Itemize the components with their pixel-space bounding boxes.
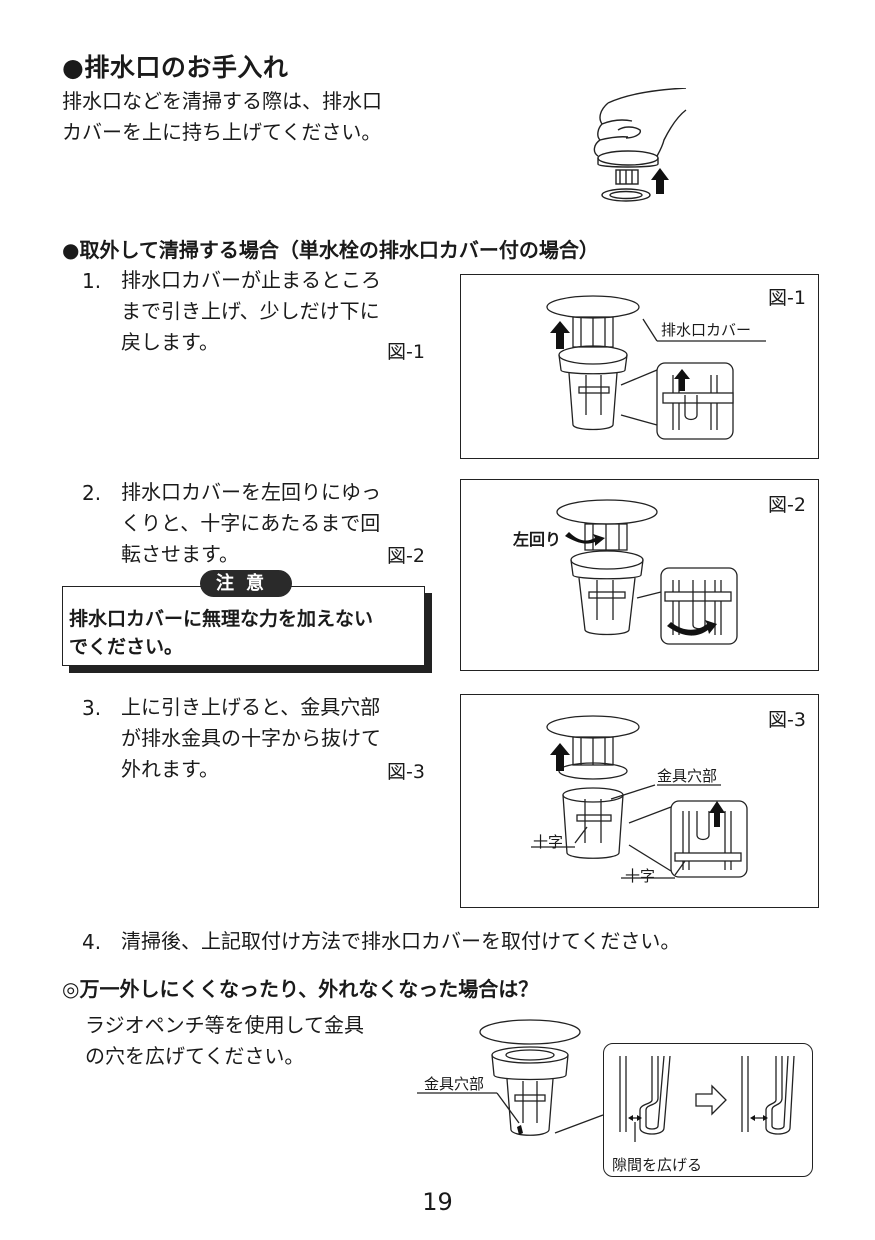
page-number: 19 bbox=[422, 1188, 453, 1216]
figure-4-detail-drawing bbox=[619, 1055, 795, 1142]
step1-line: まで引き上げ、少しだけ下に bbox=[121, 299, 380, 323]
section-title-trouble: ◎万一外しにくくなったり、外れなくなった場合は？ bbox=[62, 977, 539, 1001]
figure-3-label: 図-3 bbox=[768, 709, 806, 731]
step2-line: 排水口カバーを左回りにゆっ bbox=[121, 480, 381, 504]
step-number: 1. bbox=[82, 269, 102, 293]
step1-text: 排水口カバーが止まるところ まで引き上げ、少しだけ下に 戻します。 bbox=[121, 265, 381, 358]
section1-paragraph: 排水口などを清掃する際は、排水口 カバーを上に持ち上げてください。 bbox=[62, 86, 382, 148]
section1-line: カバーを上に持ち上げてください。 bbox=[62, 120, 382, 144]
section-title-drain-care: ●排水口のお手入れ bbox=[62, 53, 289, 82]
figure-2-label: 図-2 bbox=[768, 494, 806, 516]
caution-line: でください。 bbox=[69, 636, 184, 658]
section3-line: の穴を広げてください。 bbox=[85, 1044, 305, 1068]
figure-ref: 図-3 bbox=[387, 761, 425, 783]
step2-line: 転させます。 bbox=[121, 542, 239, 566]
step2-line: くりと、十字にあたるまで回 bbox=[121, 511, 381, 535]
figure-2-callout-ccw: 左回り bbox=[513, 530, 562, 549]
figure-2-drawing bbox=[556, 499, 738, 645]
section3-paragraph: ラジオペンチ等を使用して金具 の穴を広げてください。 bbox=[85, 1010, 364, 1072]
section-title-removal: ●取外して清掃する場合（単水栓の排水口カバー付の場合） bbox=[62, 238, 599, 262]
figure-ref: 図-2 bbox=[387, 545, 425, 567]
caution-badge: 注意 bbox=[200, 570, 292, 597]
caution-box: 排水口カバーに無理な力を加えない でください。 bbox=[62, 586, 425, 666]
figure-2-box: 図-2 左回り bbox=[460, 479, 819, 671]
figure-3-drawing bbox=[531, 715, 748, 879]
figure-4-callout-gap: 隙間を広げる bbox=[612, 1156, 703, 1174]
step3-line: が排水金具の十字から抜けて bbox=[121, 726, 381, 750]
figure-1-label: 図-1 bbox=[768, 287, 806, 309]
caution-line: 排水口カバーに無理な力を加えない bbox=[69, 608, 374, 630]
figure-4-detail-box: 隙間を広げる bbox=[603, 1043, 813, 1177]
figure-1-box: 図-1 排水口カバー bbox=[460, 274, 819, 459]
figure-1-drawing bbox=[546, 295, 766, 440]
step4-text: 清掃後、上記取付け方法で排水口カバーを取付けてください。 bbox=[121, 929, 681, 953]
step3-line: 上に引き上げると、金具穴部 bbox=[121, 695, 381, 719]
figure-3-callout-cross-detail: 十字 bbox=[625, 867, 656, 885]
figure-3-box: 図-3 金具穴部 十字 十字 bbox=[460, 694, 819, 908]
step-number: 4. bbox=[82, 930, 102, 954]
figure-1-callout-cover: 排水口カバー bbox=[661, 321, 752, 339]
section3-line: ラジオペンチ等を使用して金具 bbox=[85, 1013, 364, 1037]
figure-4-drawing bbox=[417, 1019, 604, 1136]
section1-line: 排水口などを清掃する際は、排水口 bbox=[62, 89, 382, 113]
step3-text: 上に引き上げると、金具穴部 が排水金具の十字から抜けて 外れます。 bbox=[121, 692, 381, 785]
step-number: 2. bbox=[82, 481, 102, 505]
figure-ref: 図-1 bbox=[387, 341, 425, 363]
caution-text: 排水口カバーに無理な力を加えない でください。 bbox=[69, 605, 373, 661]
step-number: 3. bbox=[82, 696, 102, 720]
step3-line: 外れます。 bbox=[121, 757, 219, 781]
step2-text: 排水口カバーを左回りにゆっ くりと、十字にあたるまで回 転させます。 bbox=[121, 477, 381, 570]
step1-line: 排水口カバーが止まるところ bbox=[121, 268, 381, 292]
step1-line: 戻します。 bbox=[121, 330, 219, 354]
hand-lifting-cover-illustration bbox=[593, 88, 687, 202]
figure-4-callout-hole: 金具穴部 bbox=[424, 1075, 485, 1093]
figure-3-callout-hole: 金具穴部 bbox=[657, 767, 718, 785]
